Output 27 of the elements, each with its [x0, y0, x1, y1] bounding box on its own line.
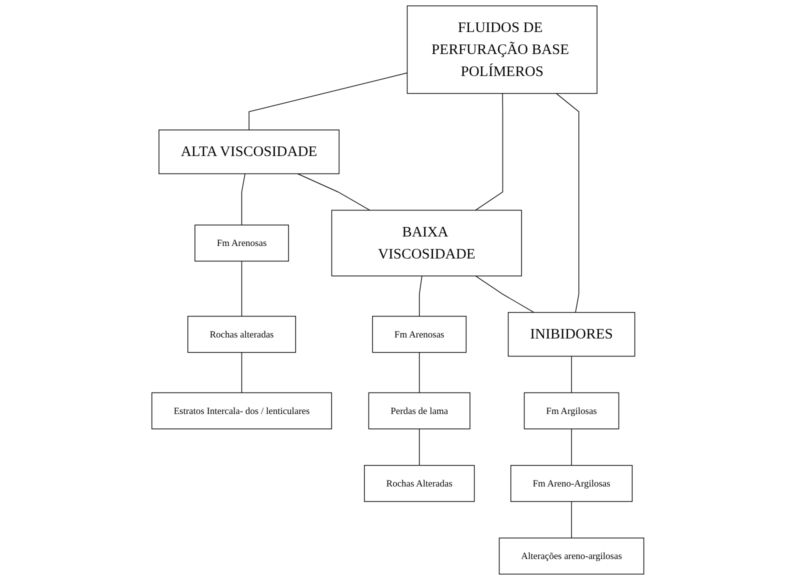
node-box: Fm Arenosas: [194, 224, 289, 262]
node-box: Rochas Alteradas: [364, 465, 474, 502]
connector: [418, 276, 422, 317]
connector: [474, 93, 503, 211]
connector: [474, 276, 534, 313]
connector: [570, 428, 572, 466]
connector: [418, 428, 420, 466]
node-box: Rochas alteradas: [187, 316, 296, 353]
node-box: Alterações areno-argilosas: [498, 538, 644, 574]
node-box: BAIXA VISCOSIDADE: [331, 210, 522, 276]
connector: [241, 260, 242, 317]
connector: [570, 501, 572, 538]
connector: [296, 173, 370, 211]
connector: [418, 352, 420, 394]
connector: [248, 72, 408, 130]
connector: [241, 173, 246, 226]
node-box: Fm Areno-Argilosas: [510, 465, 632, 502]
node-box: ALTA VISCOSIDADE: [158, 130, 340, 174]
node-box: INIBIDORES: [508, 312, 635, 357]
connector: [570, 356, 572, 394]
node-box: Fm Arenosas: [372, 316, 466, 353]
node-box: FLUIDOS DE PERFURAÇÃO BASE POLÍMEROS: [406, 5, 598, 94]
connector: [241, 352, 242, 394]
node-box: Estratos Intercala- dos / lenticulares: [151, 392, 332, 430]
node-box: Fm Argilosas: [524, 392, 619, 430]
connector: [556, 93, 579, 313]
node-box: Perdas de lama: [368, 392, 470, 430]
